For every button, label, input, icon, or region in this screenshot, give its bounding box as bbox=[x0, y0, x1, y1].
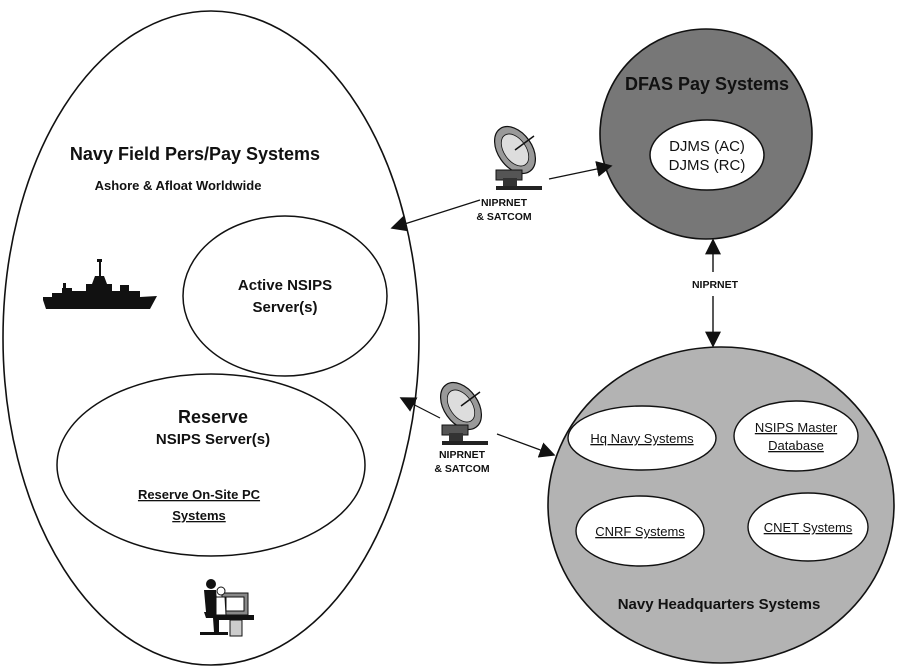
djms-ellipse bbox=[649, 119, 765, 191]
satellite-dish-icon-upper bbox=[493, 125, 542, 190]
reserve-nsips-ellipse bbox=[56, 373, 366, 557]
reserve-onsite-label-2: Systems bbox=[172, 508, 225, 523]
active-nsips-label-2: Server(s) bbox=[252, 299, 317, 316]
reserve-label-1: Reserve bbox=[178, 407, 248, 427]
satellite-dish-icon-lower bbox=[439, 381, 488, 445]
nsips-master-label-1: NSIPS Master bbox=[755, 420, 838, 435]
lower-link-label-2: & SATCOM bbox=[434, 463, 489, 475]
arrow-field-to-lower-dish bbox=[399, 397, 441, 419]
arrow-lower-dish-to-hq bbox=[496, 433, 556, 458]
reserve-onsite-label-1: Reserve On-Site PC bbox=[138, 487, 261, 502]
upper-link-label-2: & SATCOM bbox=[476, 211, 531, 223]
cnrf-label: CNRF Systems bbox=[595, 524, 685, 539]
arrow-upper-dish-to-dfas bbox=[548, 161, 613, 180]
active-nsips-ellipse bbox=[182, 215, 388, 377]
workstation-icon bbox=[200, 579, 254, 637]
ship-icon bbox=[43, 259, 157, 309]
dfas-hq-link-label: NIPRNET bbox=[692, 279, 739, 291]
reserve-label-2: NSIPS Server(s) bbox=[156, 431, 270, 448]
hq-navy-ellipse bbox=[567, 405, 717, 471]
arrow-field-to-upper-dish bbox=[390, 199, 481, 232]
djms-ac-label: DJMS (AC) bbox=[669, 138, 745, 155]
lower-link-label-1: NIPRNET bbox=[439, 449, 486, 461]
cnrf-ellipse bbox=[575, 495, 705, 567]
cnet-label: CNET Systems bbox=[764, 520, 853, 535]
dfas-title: DFAS Pay Systems bbox=[625, 74, 789, 94]
active-nsips-label-1: Active NSIPS bbox=[238, 277, 332, 294]
field-subtitle: Ashore & Afloat Worldwide bbox=[95, 178, 262, 193]
cnet-ellipse bbox=[747, 492, 869, 562]
djms-rc-label: DJMS (RC) bbox=[669, 157, 746, 174]
hq-title: Navy Headquarters Systems bbox=[618, 596, 821, 613]
nsips-master-ellipse bbox=[733, 400, 859, 472]
upper-link-label-1: NIPRNET bbox=[481, 197, 528, 209]
field-title: Navy Field Pers/Pay Systems bbox=[70, 144, 320, 164]
hq-navy-label: Hq Navy Systems bbox=[590, 431, 694, 446]
nsips-master-label-2: Database bbox=[768, 438, 824, 453]
